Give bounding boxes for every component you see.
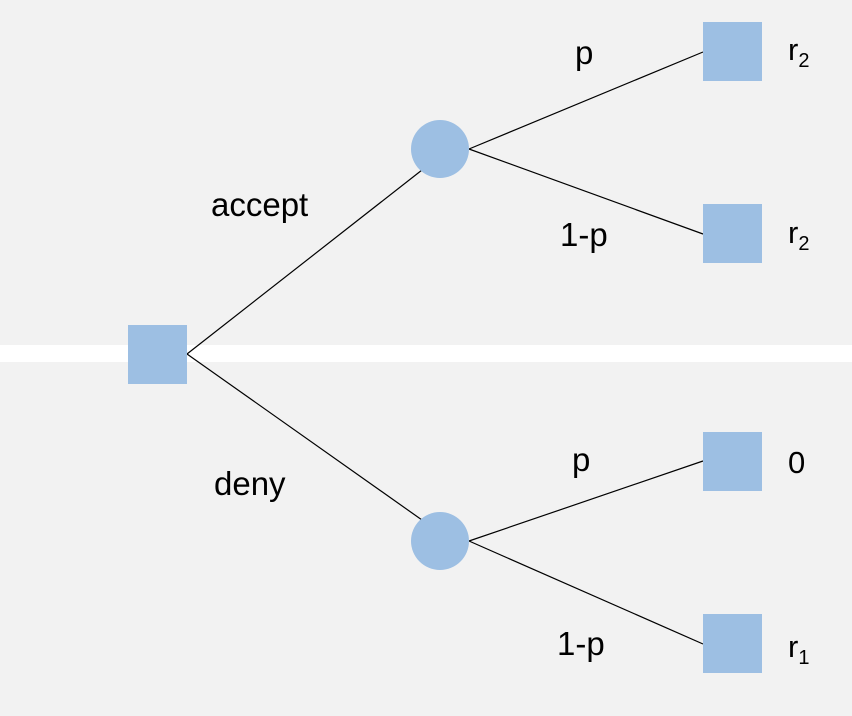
leaf-node-deny-1-p [703, 614, 762, 673]
edge-accept-1-p [468, 148, 704, 235]
prob-label-deny-p: p [572, 441, 590, 478]
accept-branch-label: accept [211, 186, 308, 223]
payoff-subscript: 2 [798, 50, 809, 72]
payoff-base: r [788, 32, 798, 67]
payoff-subscript: 1 [798, 647, 809, 669]
edge-root-accept [186, 169, 423, 355]
edges [186, 51, 704, 645]
prob-label-accept-1-p: 1-p [560, 216, 608, 253]
prob-label-accept-p: p [575, 34, 593, 71]
payoff-label-deny-1-p: r1 [788, 629, 809, 669]
leaf-node-accept-p [703, 22, 762, 81]
root-decision-node [128, 325, 187, 384]
payoff-label-deny-p: 0 [788, 445, 805, 480]
edge-root-deny [186, 353, 423, 521]
deny-branch-label: deny [214, 465, 286, 502]
payoff-label-accept-1-p: r2 [788, 215, 809, 255]
separator-band [0, 345, 852, 362]
payoff-label-accept-p: r2 [788, 32, 809, 72]
prob-label-deny-1-p: 1-p [557, 625, 605, 662]
edge-deny-1-p [468, 540, 704, 645]
deny-chance-node [411, 512, 469, 570]
edge-accept-p [468, 51, 704, 150]
leaf-node-deny-p [703, 432, 762, 491]
payoff-base: 0 [788, 445, 805, 480]
payoff-base: r [788, 629, 798, 664]
edge-deny-p [468, 460, 704, 542]
accept-chance-node [411, 120, 469, 178]
payoff-subscript: 2 [798, 233, 809, 255]
leaf-node-accept-1-p [703, 204, 762, 263]
payoff-base: r [788, 215, 798, 250]
